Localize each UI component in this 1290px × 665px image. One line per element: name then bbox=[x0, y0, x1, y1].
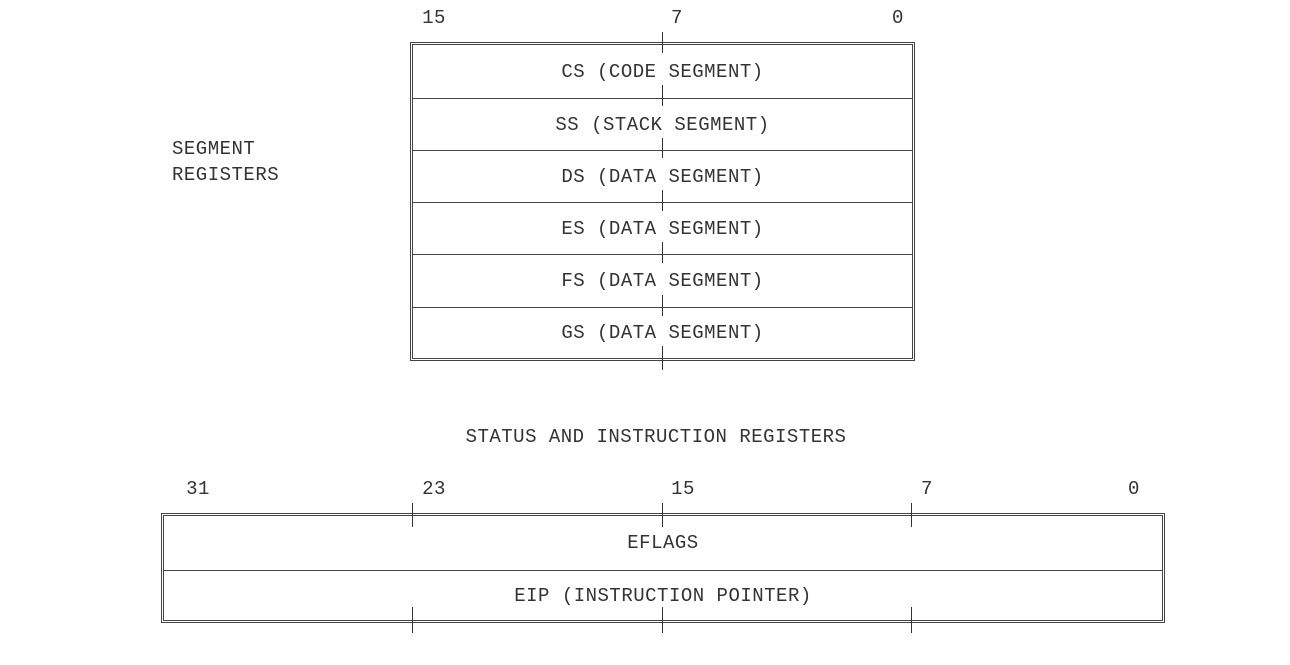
status-bit15-tick bbox=[662, 503, 663, 527]
segment-bit7-tick bbox=[662, 295, 663, 316]
status-bit7-tick bbox=[911, 607, 912, 633]
segment-bit-label-7: 7 bbox=[671, 7, 683, 29]
register-label-fs: FS (DATA SEGMENT) bbox=[561, 270, 764, 292]
segment-bit-label-15: 15 bbox=[422, 7, 446, 29]
register-row-eflags: EFLAGS bbox=[164, 516, 1162, 570]
status-bit-label-31: 31 bbox=[186, 478, 210, 500]
register-label-ss: SS (STACK SEGMENT) bbox=[555, 113, 770, 136]
register-label-ds: DS (DATA SEGMENT) bbox=[561, 165, 764, 188]
segment-bit7-tick bbox=[662, 346, 663, 370]
register-row-eip: EIP (INSTRUCTION POINTER) bbox=[164, 570, 1162, 620]
status-bit-label-15: 15 bbox=[671, 478, 695, 500]
segment-bit-label-0: 0 bbox=[892, 7, 904, 29]
segment-bit7-tick bbox=[662, 85, 663, 106]
register-label-es: ES (DATA SEGMENT) bbox=[561, 217, 764, 240]
segment-bit7-tick bbox=[662, 138, 663, 158]
register-row-cs: CS (CODE SEGMENT) bbox=[413, 45, 912, 98]
register-label-eip: EIP (INSTRUCTION POINTER) bbox=[514, 584, 812, 607]
segment-bit7-tick bbox=[662, 32, 663, 53]
register-label-eflags: EFLAGS bbox=[627, 532, 699, 554]
status-bit23-tick bbox=[412, 607, 413, 633]
status-bit-label-7: 7 bbox=[921, 478, 933, 500]
status-register-frame: EFLAGS EIP (INSTRUCTION POINTER) bbox=[161, 513, 1165, 623]
status-bit7-tick bbox=[911, 503, 912, 527]
segment-bit7-tick bbox=[662, 242, 663, 263]
register-label-cs: CS (CODE SEGMENT) bbox=[561, 60, 764, 83]
status-section-heading: STATUS AND INSTRUCTION REGISTERS bbox=[465, 426, 847, 448]
status-bit-label-0: 0 bbox=[1128, 478, 1140, 500]
register-label-gs: GS (DATA SEGMENT) bbox=[561, 322, 764, 344]
segment-registers-label-line1: SEGMENT bbox=[172, 138, 256, 160]
status-bit-label-23: 23 bbox=[422, 478, 446, 500]
segment-registers-label-line2: REGISTERS bbox=[172, 164, 280, 186]
register-row-ss: SS (STACK SEGMENT) bbox=[413, 98, 912, 150]
status-bit23-tick bbox=[412, 503, 413, 527]
segment-bit7-tick bbox=[662, 190, 663, 211]
status-bit15-tick bbox=[662, 607, 663, 633]
